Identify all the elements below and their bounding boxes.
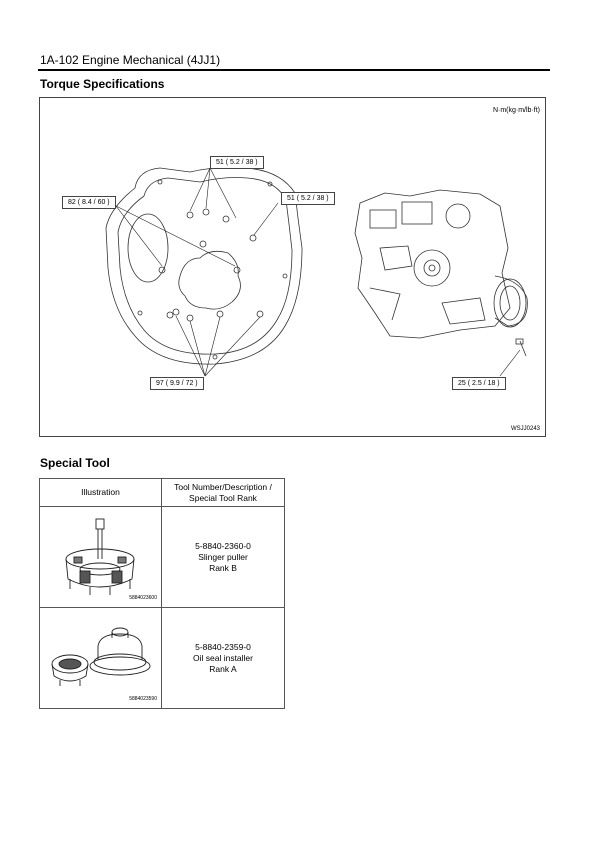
tool-illustration-cell: 5884023600 bbox=[39, 506, 162, 608]
tool-rank: Rank B bbox=[209, 562, 237, 573]
figure-id: WSJJ0243 bbox=[510, 426, 540, 432]
callout-top-51: 51 ( 5.2 / 38 ) bbox=[210, 156, 264, 169]
tool-image-code: 5884023600 bbox=[129, 595, 157, 601]
page-header: 1A-102 Engine Mechanical (4JJ1) bbox=[40, 53, 221, 67]
table-row: 5884023590 5-8840-2359-0 Oil seal instal… bbox=[39, 607, 285, 709]
header-desc-line2: Special Tool Rank bbox=[189, 492, 257, 503]
center-opening bbox=[178, 250, 241, 310]
oil-seal-installer-illustration bbox=[51, 627, 151, 686]
callout-left-82: 82 ( 8.4 / 60 ) bbox=[62, 196, 116, 209]
engine-block bbox=[354, 189, 511, 339]
tool-number: 5-8840-2359-0 bbox=[195, 641, 251, 652]
header-illustration: Illustration bbox=[39, 478, 162, 507]
table-row: 5884023600 5-8840-2360-0 Slinger puller … bbox=[39, 506, 285, 608]
tool-description-cell: 5-8840-2360-0 Slinger puller Rank B bbox=[161, 506, 285, 608]
flywheel-housing bbox=[105, 167, 303, 365]
tool-number: 5-8840-2360-0 bbox=[195, 540, 251, 551]
torque-units: N·m(kg·m/lb·ft) bbox=[492, 107, 540, 114]
special-tool-table: Illustration Tool Number/Description / S… bbox=[39, 478, 285, 709]
callout-bottom-97: 97 ( 9.9 / 72 ) bbox=[150, 377, 204, 390]
torque-section-title: Torque Specifications bbox=[40, 77, 165, 91]
tool-image-code: 5884023590 bbox=[129, 696, 157, 702]
torque-diagram bbox=[105, 167, 528, 377]
special-tool-section-title: Special Tool bbox=[40, 456, 110, 470]
callout-seal-25: 25 ( 2.5 / 18 ) bbox=[452, 377, 506, 390]
tool-name: Slinger puller bbox=[198, 551, 248, 562]
tool-illustration-cell: 5884023590 bbox=[39, 607, 162, 709]
header-rule bbox=[38, 69, 550, 71]
tool-name: Oil seal installer bbox=[193, 652, 253, 663]
table-header-row: Illustration Tool Number/Description / S… bbox=[39, 478, 285, 507]
tool-description-cell: 5-8840-2359-0 Oil seal installer Rank A bbox=[161, 607, 285, 709]
torque-figure: N·m(kg·m/lb·ft) 51 ( 5.2 / 38 ) 51 ( 5.2… bbox=[39, 97, 546, 437]
tool-rank: Rank A bbox=[209, 663, 237, 674]
header-desc-line1: Tool Number/Description / bbox=[174, 481, 272, 492]
callout-right-51: 51 ( 5.2 / 38 ) bbox=[281, 192, 335, 205]
slinger-puller-illustration bbox=[65, 518, 135, 595]
header-description: Tool Number/Description / Special Tool R… bbox=[161, 478, 285, 507]
